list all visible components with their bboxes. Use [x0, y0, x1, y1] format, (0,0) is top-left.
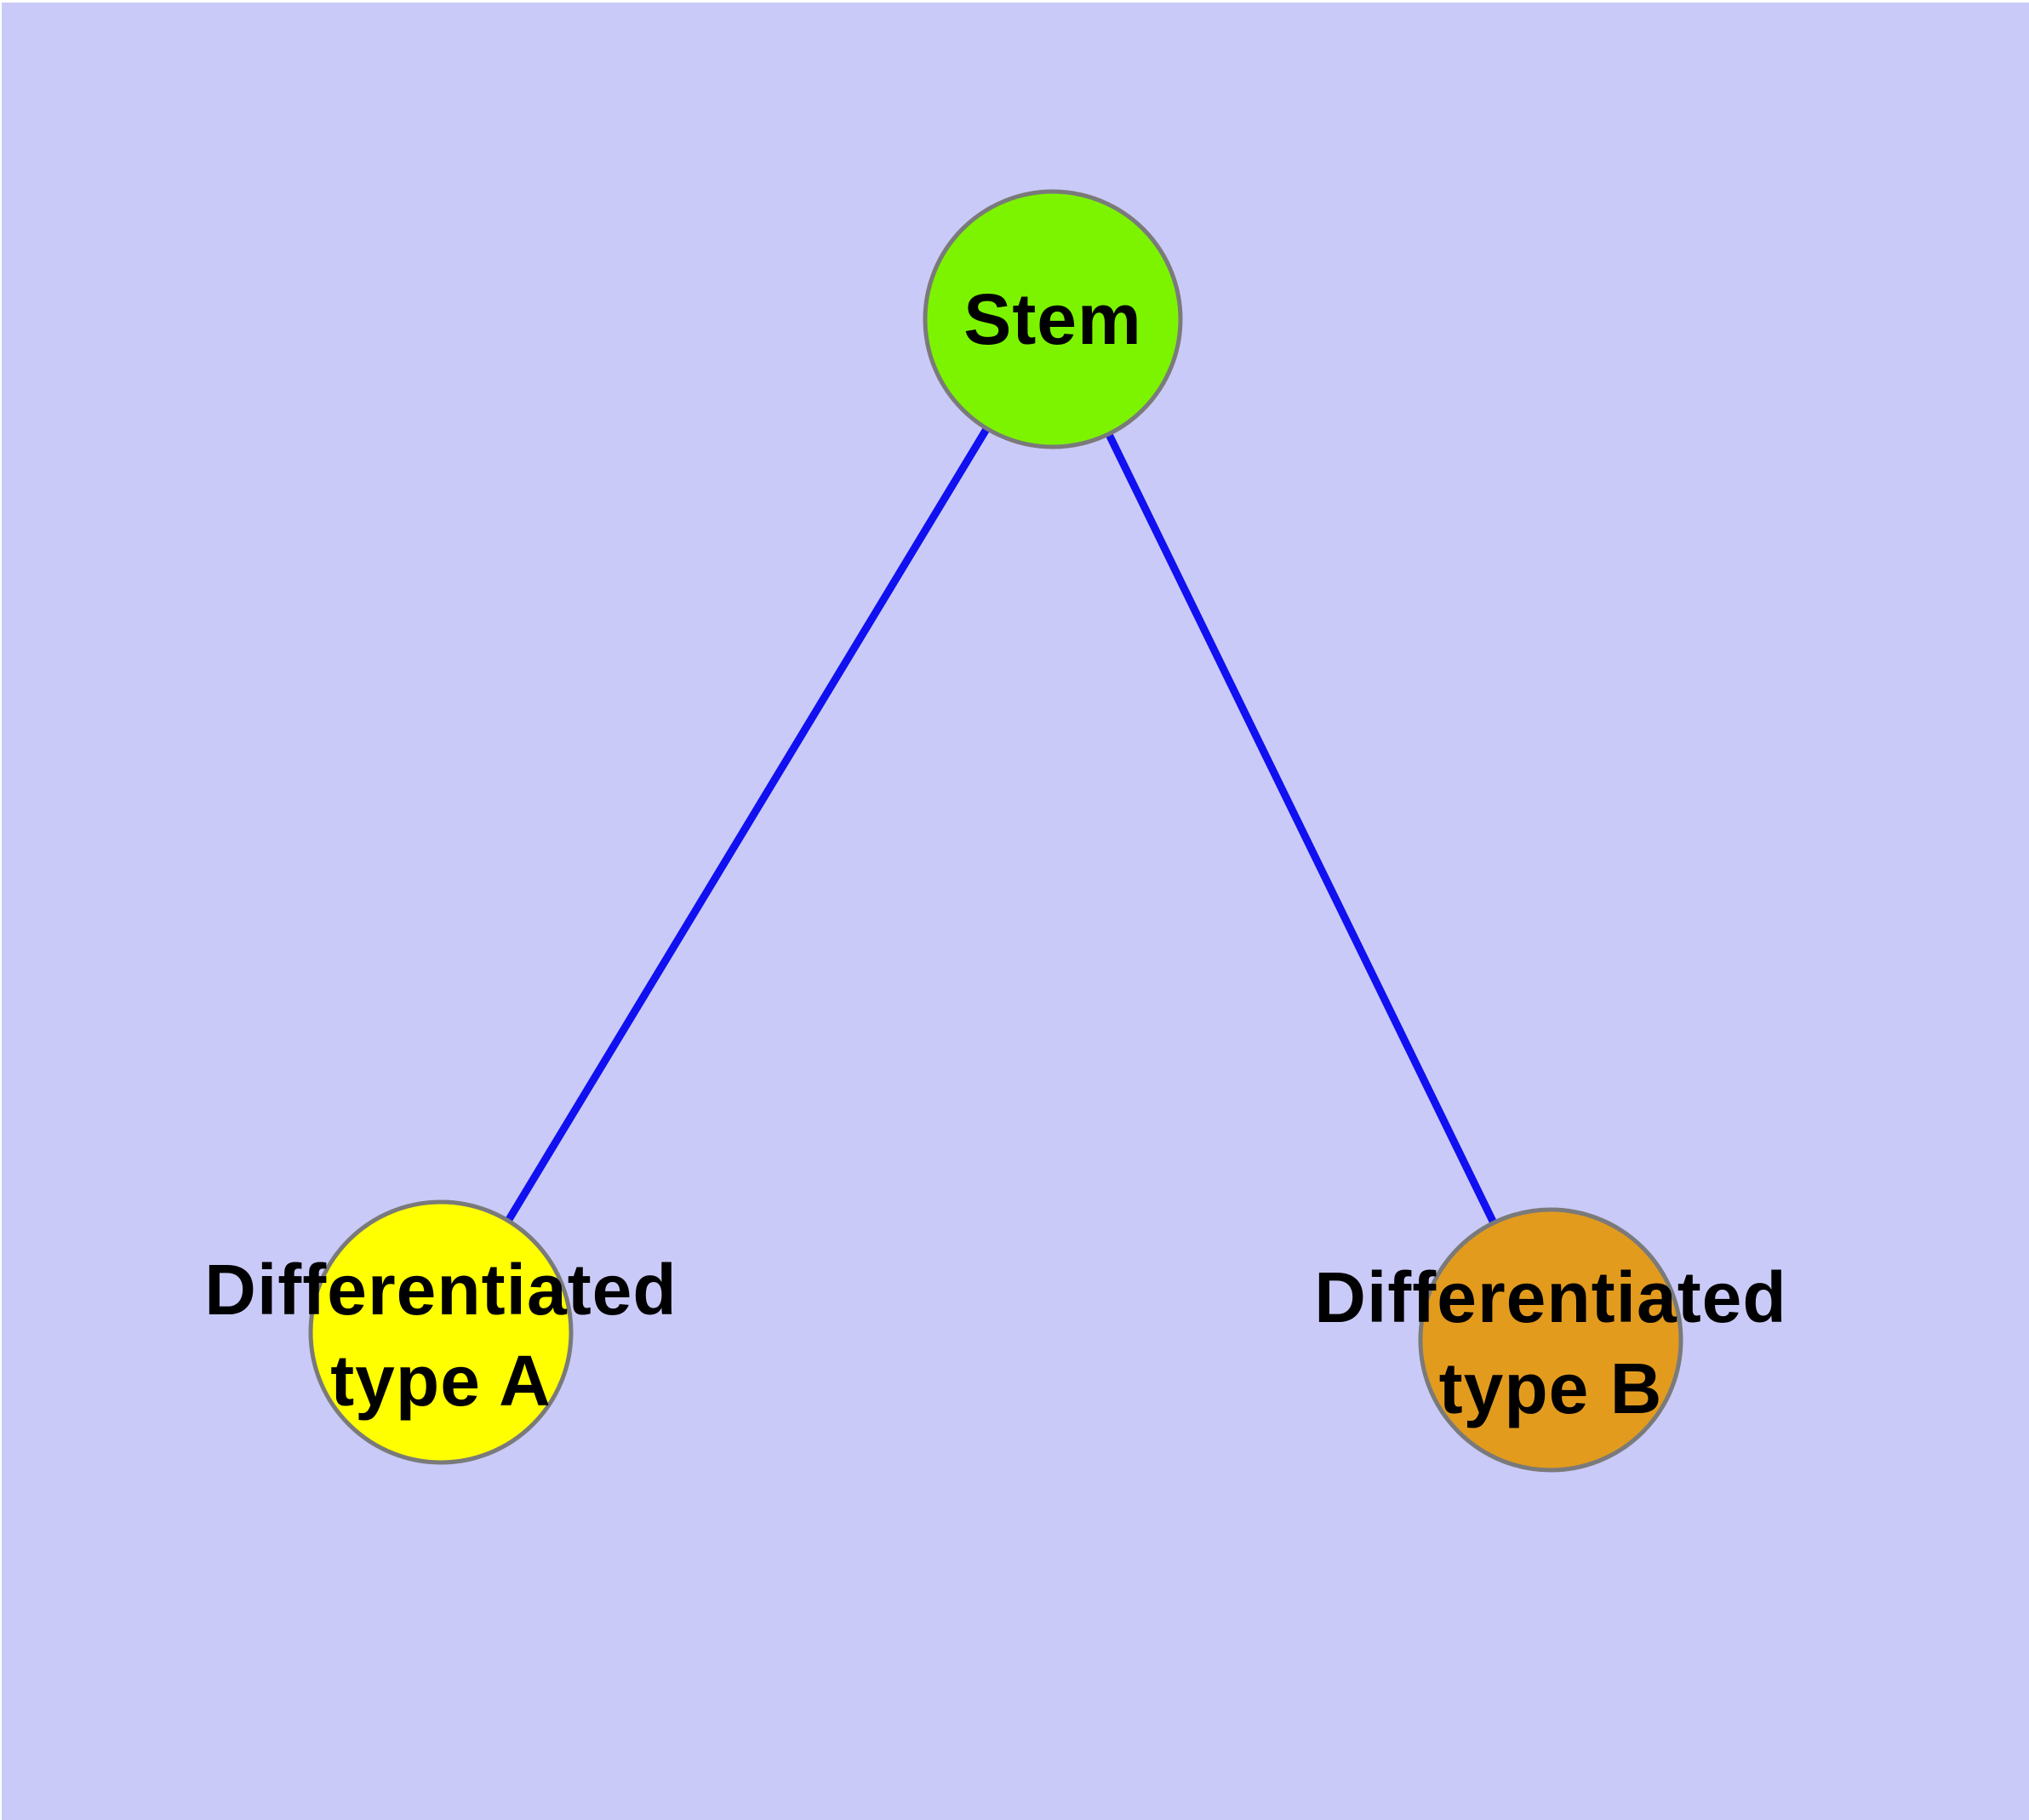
node-type-b-label: Differentiated type B: [1314, 1257, 1786, 1428]
edge-stem-to-type-b: [1049, 318, 1555, 1342]
node-stem: [923, 189, 1183, 449]
node-type-a-label: Differentiated type A: [204, 1250, 677, 1421]
node-type-a-label-line2: type A: [330, 1341, 552, 1421]
node-type-b-label-line1: Differentiated: [1314, 1257, 1786, 1337]
node-stem-label: Stem: [963, 279, 1141, 359]
edge-stem-to-type-a: [437, 317, 1056, 1335]
node-type-b-label-line2: type B: [1439, 1348, 1663, 1428]
node-type-a: [308, 1199, 574, 1465]
node-type-a-label-line1: Differentiated: [204, 1250, 677, 1330]
node-type-b: [1418, 1207, 1683, 1473]
